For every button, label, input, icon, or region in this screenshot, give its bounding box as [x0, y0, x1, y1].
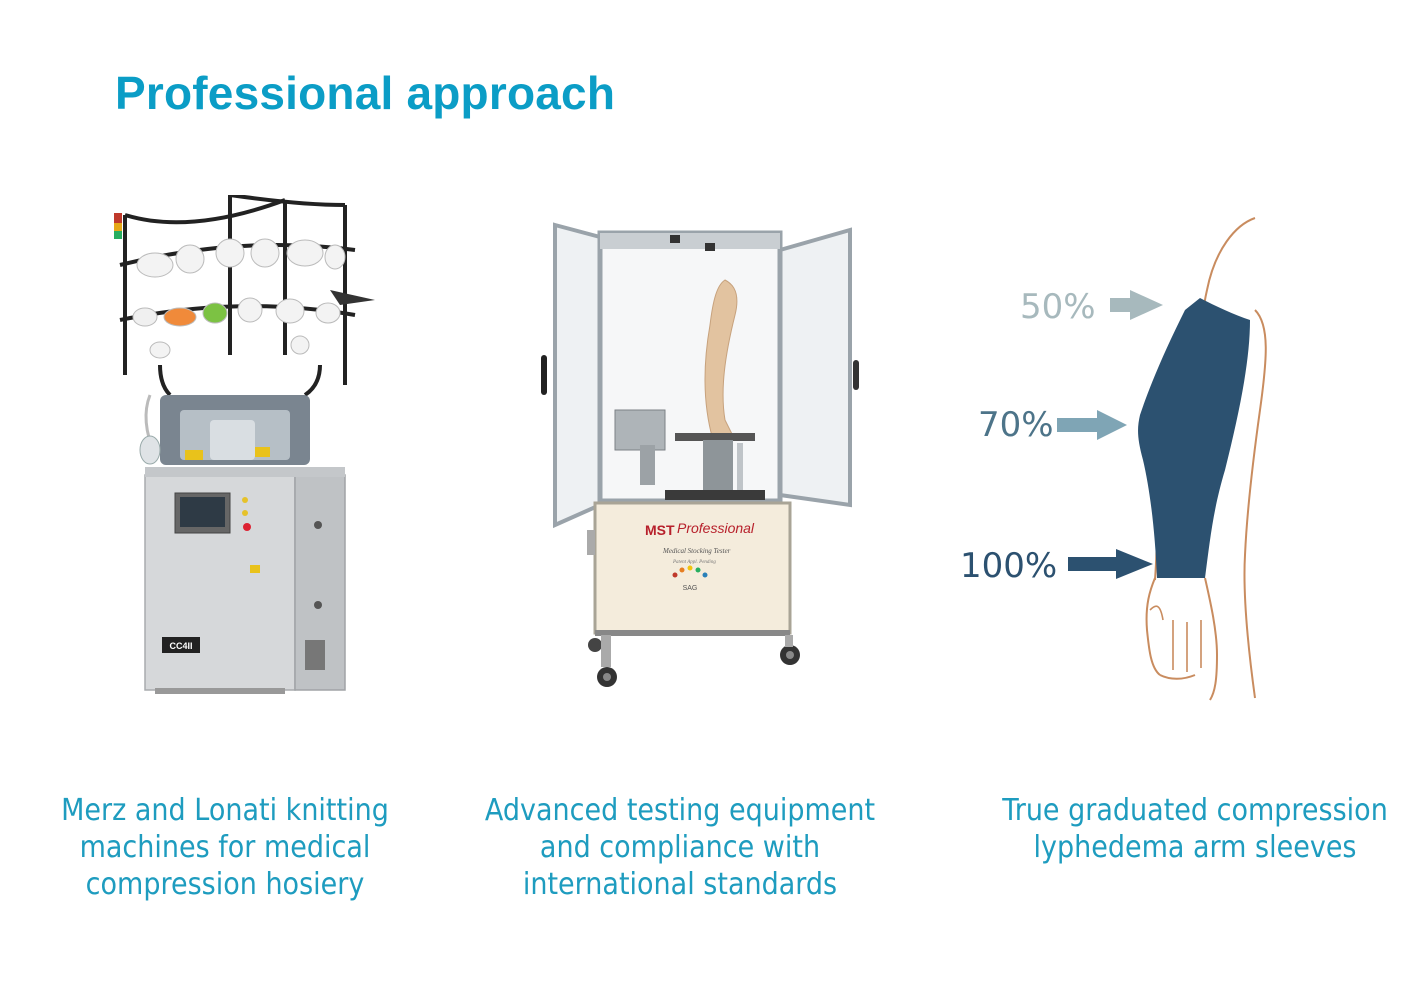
pressure-label-100: 100% — [960, 546, 1058, 586]
caption-line: lyphedema arm sleeves — [1033, 830, 1357, 865]
pressure-label-50: 50% — [1020, 287, 1096, 327]
knitting-machine-image: CC4II — [100, 193, 380, 720]
cabinet-subtitle: Medical Stocking Tester — [662, 547, 731, 555]
caption-arm-sleeves: True graduated compression lyphedema arm… — [997, 792, 1393, 866]
caption-line: Merz and Lonati knitting — [61, 793, 389, 828]
caption-line: machines for medical — [79, 830, 371, 865]
arrow-70-icon — [1057, 410, 1127, 440]
pressure-label-70: 70% — [978, 405, 1054, 445]
caption-line: True graduated compression — [1002, 793, 1388, 828]
arrow-50-icon — [1110, 290, 1163, 320]
cabinet-patent: Patent Appl. Pending — [672, 560, 716, 565]
arrow-100-icon — [1068, 549, 1153, 579]
cabinet-brand-bold: MST — [645, 522, 675, 538]
cabinet-brand-italic: Professional — [677, 520, 755, 536]
machine-badge: CC4II — [169, 641, 192, 651]
sag-logo-icon: SAG — [672, 565, 708, 592]
testing-cabinet-image: MST Professional Medical Stocking Tester… — [535, 205, 865, 705]
sag-logo-text: SAG — [683, 585, 698, 592]
caption-line: and compliance with — [539, 830, 821, 865]
caption-knitting-machines: Merz and Lonati knitting machines for me… — [41, 792, 410, 903]
caption-line: international standards — [522, 867, 838, 902]
arm-sleeve-diagram — [955, 210, 1285, 710]
page-title: Professional approach — [115, 67, 616, 119]
caption-testing-equipment: Advanced testing equipment and complianc… — [478, 792, 883, 903]
caption-line: Advanced testing equipment — [484, 793, 876, 828]
caption-line: compression hosiery — [85, 867, 365, 902]
compression-sleeve — [1138, 298, 1250, 578]
